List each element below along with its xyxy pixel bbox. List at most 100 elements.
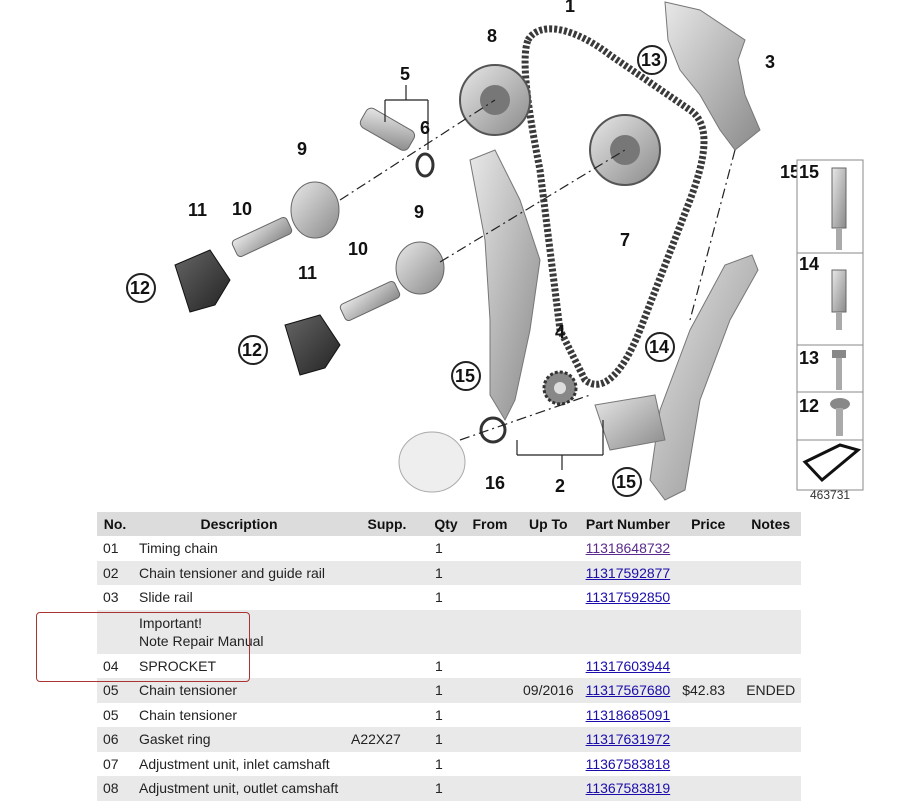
cell-qty: 1 [435,657,443,674]
part-number-link[interactable]: 11367583818 [585,755,671,772]
timing-chain [521,25,708,388]
svg-text:10: 10 [348,239,368,259]
cell-price: $42.83 [676,678,741,703]
svg-text:12: 12 [242,340,262,360]
cell-price [676,727,741,752]
cell-notes [740,703,801,728]
col-notes: Notes [740,512,802,536]
cell-price [676,752,740,777]
cell-from [463,776,517,801]
cell-notes [740,585,801,610]
svg-text:12: 12 [130,278,150,298]
cell-price [676,654,740,679]
cell-from [463,678,517,703]
cell-empty [429,609,463,654]
part-number-link[interactable]: 11318648732 [585,540,671,557]
col-from: From [463,512,517,536]
cell-empty [579,609,677,654]
cell-qty: 1 [435,706,443,723]
parts-table: No. Description Supp. Qty From Up To Par… [97,512,802,801]
cell-price [676,776,741,801]
svg-text:9: 9 [297,139,307,159]
cell-supp [345,654,429,679]
cell-supp [345,536,429,561]
cell-no: 06 [97,727,133,752]
table-row: 04 SPROCKET 1 11317603944 [97,654,801,679]
cell-supp [345,678,429,703]
cell-upto [517,776,580,801]
cell-price [676,560,741,585]
svg-text:11: 11 [188,200,207,220]
cell-notes [740,776,802,801]
cell-no: 04 [103,657,119,674]
part-number-link[interactable]: 11317631972 [585,731,671,748]
part-number-link[interactable]: 11317592850 [585,589,671,606]
part-number-link[interactable]: 11317592877 [585,564,671,581]
cell-upto [517,727,580,752]
cell-description: Chain tensioner [133,678,345,703]
col-no: No. [97,512,133,536]
part-number-link[interactable]: 11317603944 [585,657,671,674]
note-heading: Important! [139,614,203,631]
cell-notes [740,560,802,585]
cell-upto [517,560,580,585]
table-row: Important!Note Repair Manual [97,609,802,654]
cell-price [676,536,740,561]
cell-no: 07 [103,755,119,772]
svg-text:16: 16 [485,473,505,493]
cell-qty: 1 [435,540,443,557]
guide-rail [469,149,541,422]
cell-part-number: 11317592877 [579,560,677,585]
cell-from [463,585,517,610]
svg-text:12: 12 [799,396,819,416]
cell-from [463,560,517,585]
cell-qty: 1 [429,560,463,585]
col-price: Price [676,512,741,536]
cell-important-note: Important!Note Repair Manual [133,609,345,654]
cell-empty [740,609,802,654]
cell-from [463,703,517,728]
cell-upto [517,536,580,561]
cell-from [463,727,517,752]
svg-text:11: 11 [298,263,317,283]
cell-notes [740,727,802,752]
cell-upto [517,703,580,728]
cell-no: 02 [97,560,133,585]
cell-part-number: 11367583818 [580,752,677,777]
svg-text:4: 4 [555,322,565,342]
cell-empty [463,609,517,654]
part-number-link[interactable]: 11367583819 [585,780,671,797]
col-qty: Qty [429,512,463,536]
cell-upto [517,752,580,777]
cell-price [676,585,740,610]
cell-no: 01 [103,540,119,557]
svg-text:10: 10 [232,199,252,219]
col-supp: Supp. [345,512,429,536]
cell-from [463,752,517,777]
slide-rail [664,1,761,151]
cell-supp [345,560,429,585]
svg-text:14: 14 [799,254,819,274]
bolt-5 [359,107,416,151]
cell-description: SPROCKET [139,657,217,674]
svg-text:15: 15 [455,366,475,386]
tensioner-rail [649,254,759,501]
cell-description: Chain tensioner [139,706,238,723]
svg-text:9: 9 [414,202,424,222]
cell-supp: A22X27 [345,727,429,752]
cell-supp [345,703,429,728]
cell-part-number: 11317592850 [580,585,677,610]
cell-from [463,536,517,561]
svg-text:8: 8 [487,26,497,46]
svg-text:7: 7 [620,230,630,250]
col-upto: Up To [517,512,580,536]
part-number-link[interactable]: 11317567680 [585,682,671,699]
cell-part-number: 11317567680 [579,678,677,703]
cell-supp [345,752,429,777]
part-number-link[interactable]: 11318685091 [585,706,671,723]
